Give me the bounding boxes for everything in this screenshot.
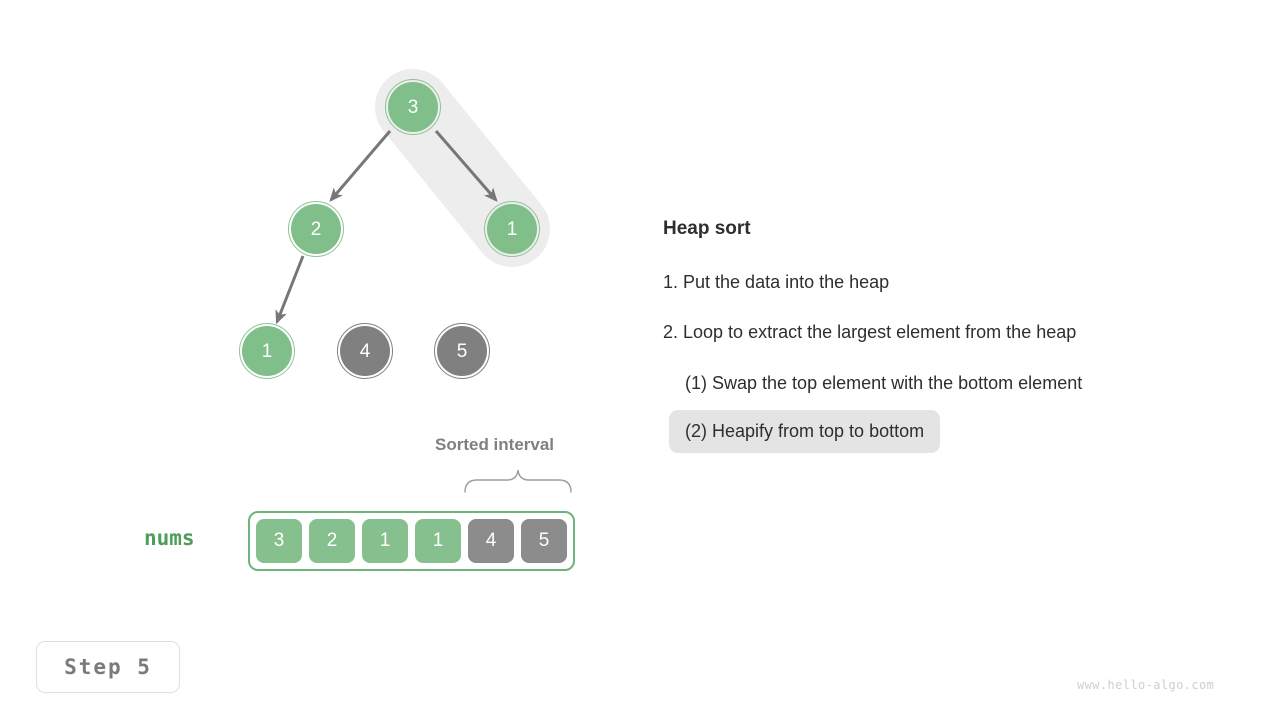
array-container: 3 2 1 1 4 5 (248, 511, 575, 571)
node-ring (337, 323, 393, 379)
algorithm-substep: (1) Swap the top element with the bottom… (685, 372, 1083, 393)
array-cell-value: 5 (538, 530, 550, 551)
sorted-interval-brace (464, 469, 572, 493)
step-badge: Step 5 (36, 641, 180, 693)
array-cell-value: 1 (379, 530, 391, 551)
tree-node-label: 4 (359, 340, 371, 362)
array-cell-value: 1 (432, 530, 444, 551)
tree-node[interactable]: 4 (337, 323, 393, 379)
array-cell[interactable]: 5 (521, 519, 567, 563)
array-cell-value: 2 (326, 530, 338, 551)
array-cell[interactable]: 1 (415, 519, 461, 563)
array-cell-value: 3 (273, 530, 285, 551)
tree-node-label: 5 (456, 340, 468, 362)
page-title: Heap sort (663, 218, 751, 239)
edge-2-1 (275, 255, 305, 325)
edge-3-1 (434, 130, 498, 202)
array-cell[interactable]: 1 (362, 519, 408, 563)
array-cell[interactable]: 3 (256, 519, 302, 563)
node-ring (484, 201, 540, 257)
watermark: www.hello-algo.com (1077, 678, 1215, 692)
tree-node-label: 1 (261, 340, 273, 362)
node-ring (434, 323, 490, 379)
tree-node[interactable]: 3 (385, 79, 441, 135)
sorted-interval-label: Sorted interval (435, 435, 555, 454)
tree-node[interactable]: 2 (288, 201, 344, 257)
tree-edges (275, 130, 498, 325)
algorithm-step: 1. Put the data into the heap (663, 271, 890, 292)
array-cell[interactable]: 4 (468, 519, 514, 563)
tree-node[interactable]: 1 (239, 323, 295, 379)
node-ring (239, 323, 295, 379)
edge-3-2 (329, 130, 392, 202)
array-cell[interactable]: 2 (309, 519, 355, 563)
tree-node-label: 3 (407, 96, 419, 118)
array-name-label: nums (144, 526, 195, 550)
explanation-panel: Heap sort 1. Put the data into the heap … (663, 218, 1263, 468)
algorithm-substep-active: (2) Heapify from top to bottom (669, 409, 941, 454)
tree-node[interactable]: 5 (434, 323, 490, 379)
node-ring (288, 201, 344, 257)
tree-node-label: 1 (506, 218, 518, 240)
node-ring (385, 79, 441, 135)
algorithm-step: 2. Loop to extract the largest element f… (663, 322, 1077, 343)
tree-node[interactable]: 1 (484, 201, 540, 257)
tree-node-label: 2 (310, 218, 322, 240)
array-cell-value: 4 (485, 530, 497, 551)
